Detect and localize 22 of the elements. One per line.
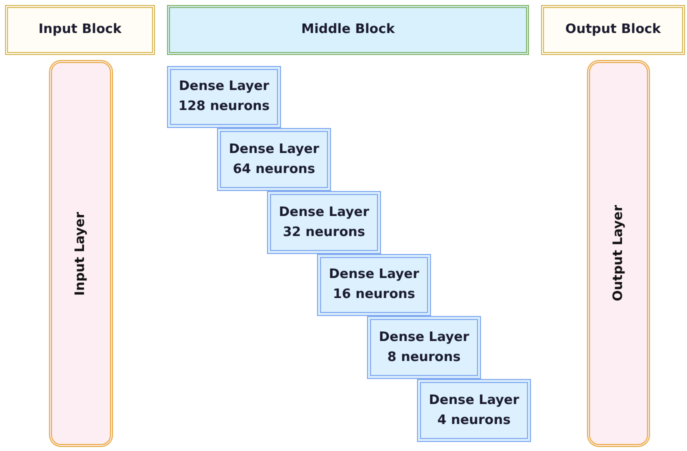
node-label: Output Layer (610, 205, 627, 302)
block-header (5, 5, 155, 55)
node-label: Dense Layer 4 neurons (428, 392, 520, 430)
node-label: Dense Layer 64 neurons (228, 140, 320, 178)
dense-layer-box (317, 254, 431, 316)
node-label: Output Block (564, 21, 662, 39)
dense-layer-box (217, 128, 331, 191)
node-label: Dense Layer 16 neurons (328, 266, 420, 304)
node-label: Dense Layer 128 neurons (177, 78, 271, 116)
node-label: Input Layer (72, 212, 90, 296)
dense-layer-box (167, 66, 281, 128)
node-label: Dense Layer 32 neurons (278, 204, 370, 242)
layer-bar (587, 60, 650, 447)
block-header (541, 5, 685, 55)
layer-bar (49, 60, 113, 447)
block-header (167, 5, 529, 55)
node-label: Dense Layer 8 neurons (378, 328, 470, 366)
dense-layer-box (417, 379, 531, 442)
dense-layer-box (267, 191, 381, 254)
dense-layer-box (367, 316, 481, 379)
node-label: Middle Block (300, 21, 396, 39)
node-label: Input Block (37, 21, 123, 39)
